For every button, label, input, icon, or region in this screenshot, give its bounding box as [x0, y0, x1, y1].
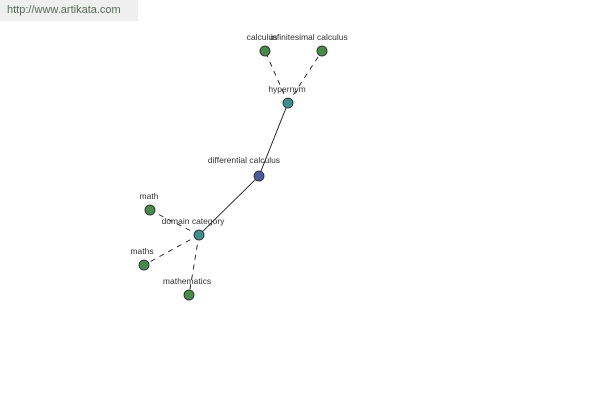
- node-label-maths[interactable]: maths: [130, 246, 153, 256]
- node-label-infinitesimal-calculus[interactable]: infinitesimal calculus: [270, 32, 347, 42]
- node-differential-calculus[interactable]: [253, 170, 265, 182]
- node-hypernym[interactable]: [282, 97, 294, 109]
- node-domain-category[interactable]: [193, 229, 205, 241]
- node-infinitesimal-calculus[interactable]: [316, 45, 328, 57]
- label-layer: differential calculus hypernym calculusinf…: [130, 32, 347, 286]
- source-link[interactable]: http://www.artikata.com: [0, 0, 138, 21]
- node-mathematics[interactable]: [183, 289, 195, 301]
- node-math[interactable]: [144, 204, 156, 216]
- node-label-domain-category[interactable]: domain category: [162, 216, 226, 226]
- node-layer: [138, 45, 328, 301]
- edge-hypernym-to-infinitesimal-calculus: [287, 50, 323, 104]
- edge-hypernym-to-calculus: [264, 50, 289, 104]
- node-label-calculus[interactable]: calculus: [247, 32, 278, 42]
- edge-domain-category-to-mathematics: [188, 234, 200, 296]
- node-label-math[interactable]: math: [140, 191, 159, 201]
- edge-differential-calculus-to-domain-category: [198, 175, 260, 236]
- edge-layer: [143, 50, 323, 296]
- node-label-differential-calculus[interactable]: differential calculus: [208, 155, 280, 165]
- edge-differential-calculus-to-hypernym: [258, 102, 289, 177]
- node-label-hypernym[interactable]: hypernym: [268, 84, 305, 94]
- edge-domain-category-to-maths: [143, 234, 200, 266]
- node-calculus[interactable]: [259, 45, 271, 57]
- node-maths[interactable]: [138, 259, 150, 271]
- node-label-mathematics[interactable]: mathematics: [163, 276, 211, 286]
